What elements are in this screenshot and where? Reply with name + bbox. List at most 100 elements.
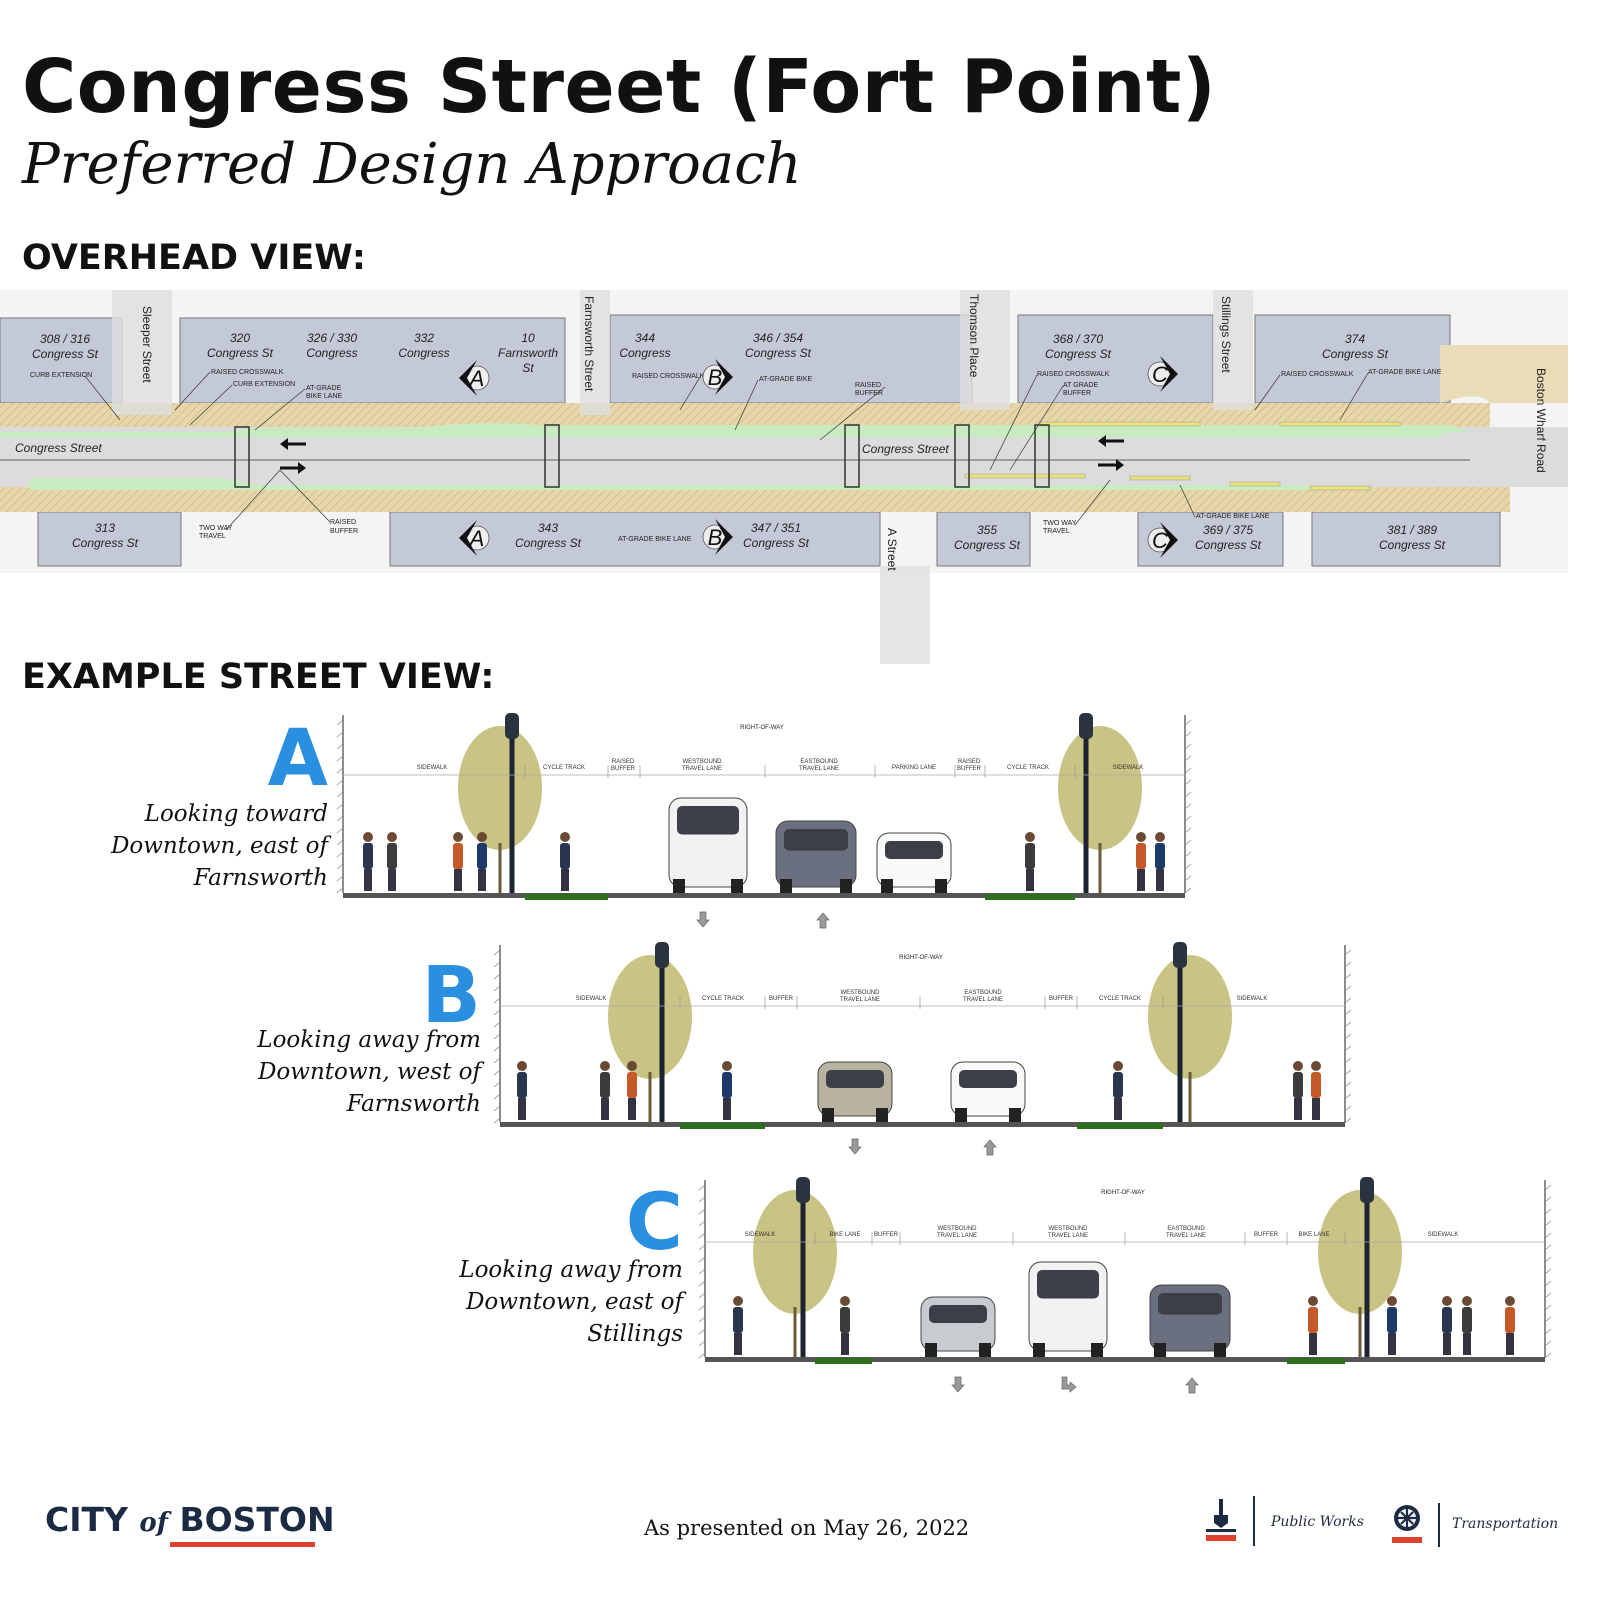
vehicle-wheel (1033, 1343, 1045, 1357)
person-body (363, 843, 373, 869)
person-legs (1137, 869, 1145, 891)
street-name-label: Thomson Place (967, 294, 981, 378)
wall-hatch (1544, 1304, 1552, 1311)
person-legs (1294, 1098, 1302, 1120)
ground-surface (500, 1122, 1345, 1127)
at-grade-buffer (1039, 421, 1201, 427)
person-body (1136, 843, 1146, 869)
leader-line (1074, 479, 1111, 526)
wall-hatch (698, 1328, 706, 1335)
street-lamp-icon (1083, 728, 1089, 893)
callout-label: AT-GRADE BIKE LANE (618, 536, 692, 543)
vehicle-wheel (955, 1108, 967, 1122)
wall-hatch (1184, 887, 1192, 894)
person-legs (1156, 869, 1164, 891)
zone-label-line: TRAVEL LANE (1166, 1233, 1206, 1239)
callout-label: TWO WAY (199, 525, 233, 532)
side-street (1213, 290, 1253, 410)
tree-trunk (1098, 843, 1102, 893)
wall-hatch (336, 767, 344, 774)
building-parcel (1017, 314, 1214, 404)
building-number: 326 / 330 (307, 331, 357, 345)
zone-label: SIDEWALK (576, 996, 607, 1002)
wall-hatch (1544, 1244, 1552, 1251)
wall-hatch (1544, 1352, 1552, 1359)
street-lamp-icon (1364, 1192, 1370, 1357)
person-body (627, 1072, 637, 1098)
cross-section-a (336, 713, 1192, 929)
section-a-caption: Looking toward Downtown, east of Farnswo… (111, 798, 328, 894)
wall-hatch (1344, 1105, 1352, 1112)
person-body (1293, 1072, 1303, 1098)
person-body (517, 1072, 527, 1098)
zone-label: SIDEWALK (1428, 1232, 1459, 1238)
zone-label-line: TRAVEL LANE (1048, 1233, 1088, 1239)
tree-trunk (1358, 1307, 1362, 1357)
zone-label-line: BUFFER (957, 766, 982, 772)
leader-line (679, 376, 701, 411)
travel-direction-up-arrow-icon (816, 912, 830, 929)
person-icon (1462, 1296, 1472, 1306)
wall-hatch (698, 1184, 706, 1191)
caption-line: Looking away from (459, 1257, 683, 1283)
wall-hatch (336, 887, 344, 894)
at-grade-buffer (1309, 485, 1371, 491)
wall-hatch (1344, 1057, 1352, 1064)
wall-hatch (493, 1009, 501, 1016)
page-subtitle: Preferred Design Approach (22, 132, 802, 197)
wall-hatch (1544, 1232, 1552, 1239)
person-body (1505, 1307, 1515, 1333)
wall-hatch (1344, 1093, 1352, 1100)
person-icon (1025, 832, 1035, 842)
person-legs (734, 1333, 742, 1355)
zone-label: CYCLE TRACK (543, 765, 585, 771)
callout-label: BIKE LANE (306, 393, 343, 400)
person-legs (628, 1098, 636, 1120)
vehicle-wheel (731, 879, 743, 893)
person-body (1387, 1307, 1397, 1333)
leader-line (84, 375, 121, 421)
vehicle-wheel (673, 879, 685, 893)
street-lamp-icon (1177, 957, 1183, 1122)
crosswalk (1034, 424, 1050, 488)
wall-hatch (1184, 875, 1192, 882)
marker-letter: C (1152, 362, 1168, 387)
callout-label: TWO WAY (1043, 520, 1077, 527)
wall-hatch (698, 1340, 706, 1347)
person-body (477, 843, 487, 869)
at-grade-buffer (1279, 421, 1401, 427)
section-marker-c: C (1147, 356, 1178, 392)
vehicle-windshield (1037, 1270, 1099, 1299)
person-icon (840, 1296, 850, 1306)
person-body (1311, 1072, 1321, 1098)
wall-hatch (336, 755, 344, 762)
person-legs (454, 869, 462, 891)
person-icon (363, 832, 373, 842)
person-icon (1308, 1296, 1318, 1306)
zone-label-line: WESTBOUND (841, 990, 881, 996)
street-name-label: Sleeper Street (140, 306, 154, 383)
zone-label: BUFFER (1049, 996, 1074, 1002)
zone-label-line: TRAVEL LANE (682, 766, 722, 772)
street-name-label: Congress Street (862, 442, 949, 456)
building-street: Congress (398, 346, 449, 360)
tree-trunk (793, 1307, 797, 1357)
crosswalk (844, 424, 860, 488)
wall-hatch (698, 1352, 706, 1359)
wall-hatch (1184, 743, 1192, 750)
person-icon (387, 832, 397, 842)
vehicle-wheel (822, 1108, 834, 1122)
travel-direction-down-arrow-icon (848, 1138, 862, 1155)
person-legs (1312, 1098, 1320, 1120)
marker-letter: C (1152, 528, 1168, 553)
lamp-head (655, 942, 669, 968)
section-marker-a: A (459, 520, 490, 556)
person-icon (517, 1061, 527, 1071)
vehicle-wheel (1154, 1343, 1166, 1357)
